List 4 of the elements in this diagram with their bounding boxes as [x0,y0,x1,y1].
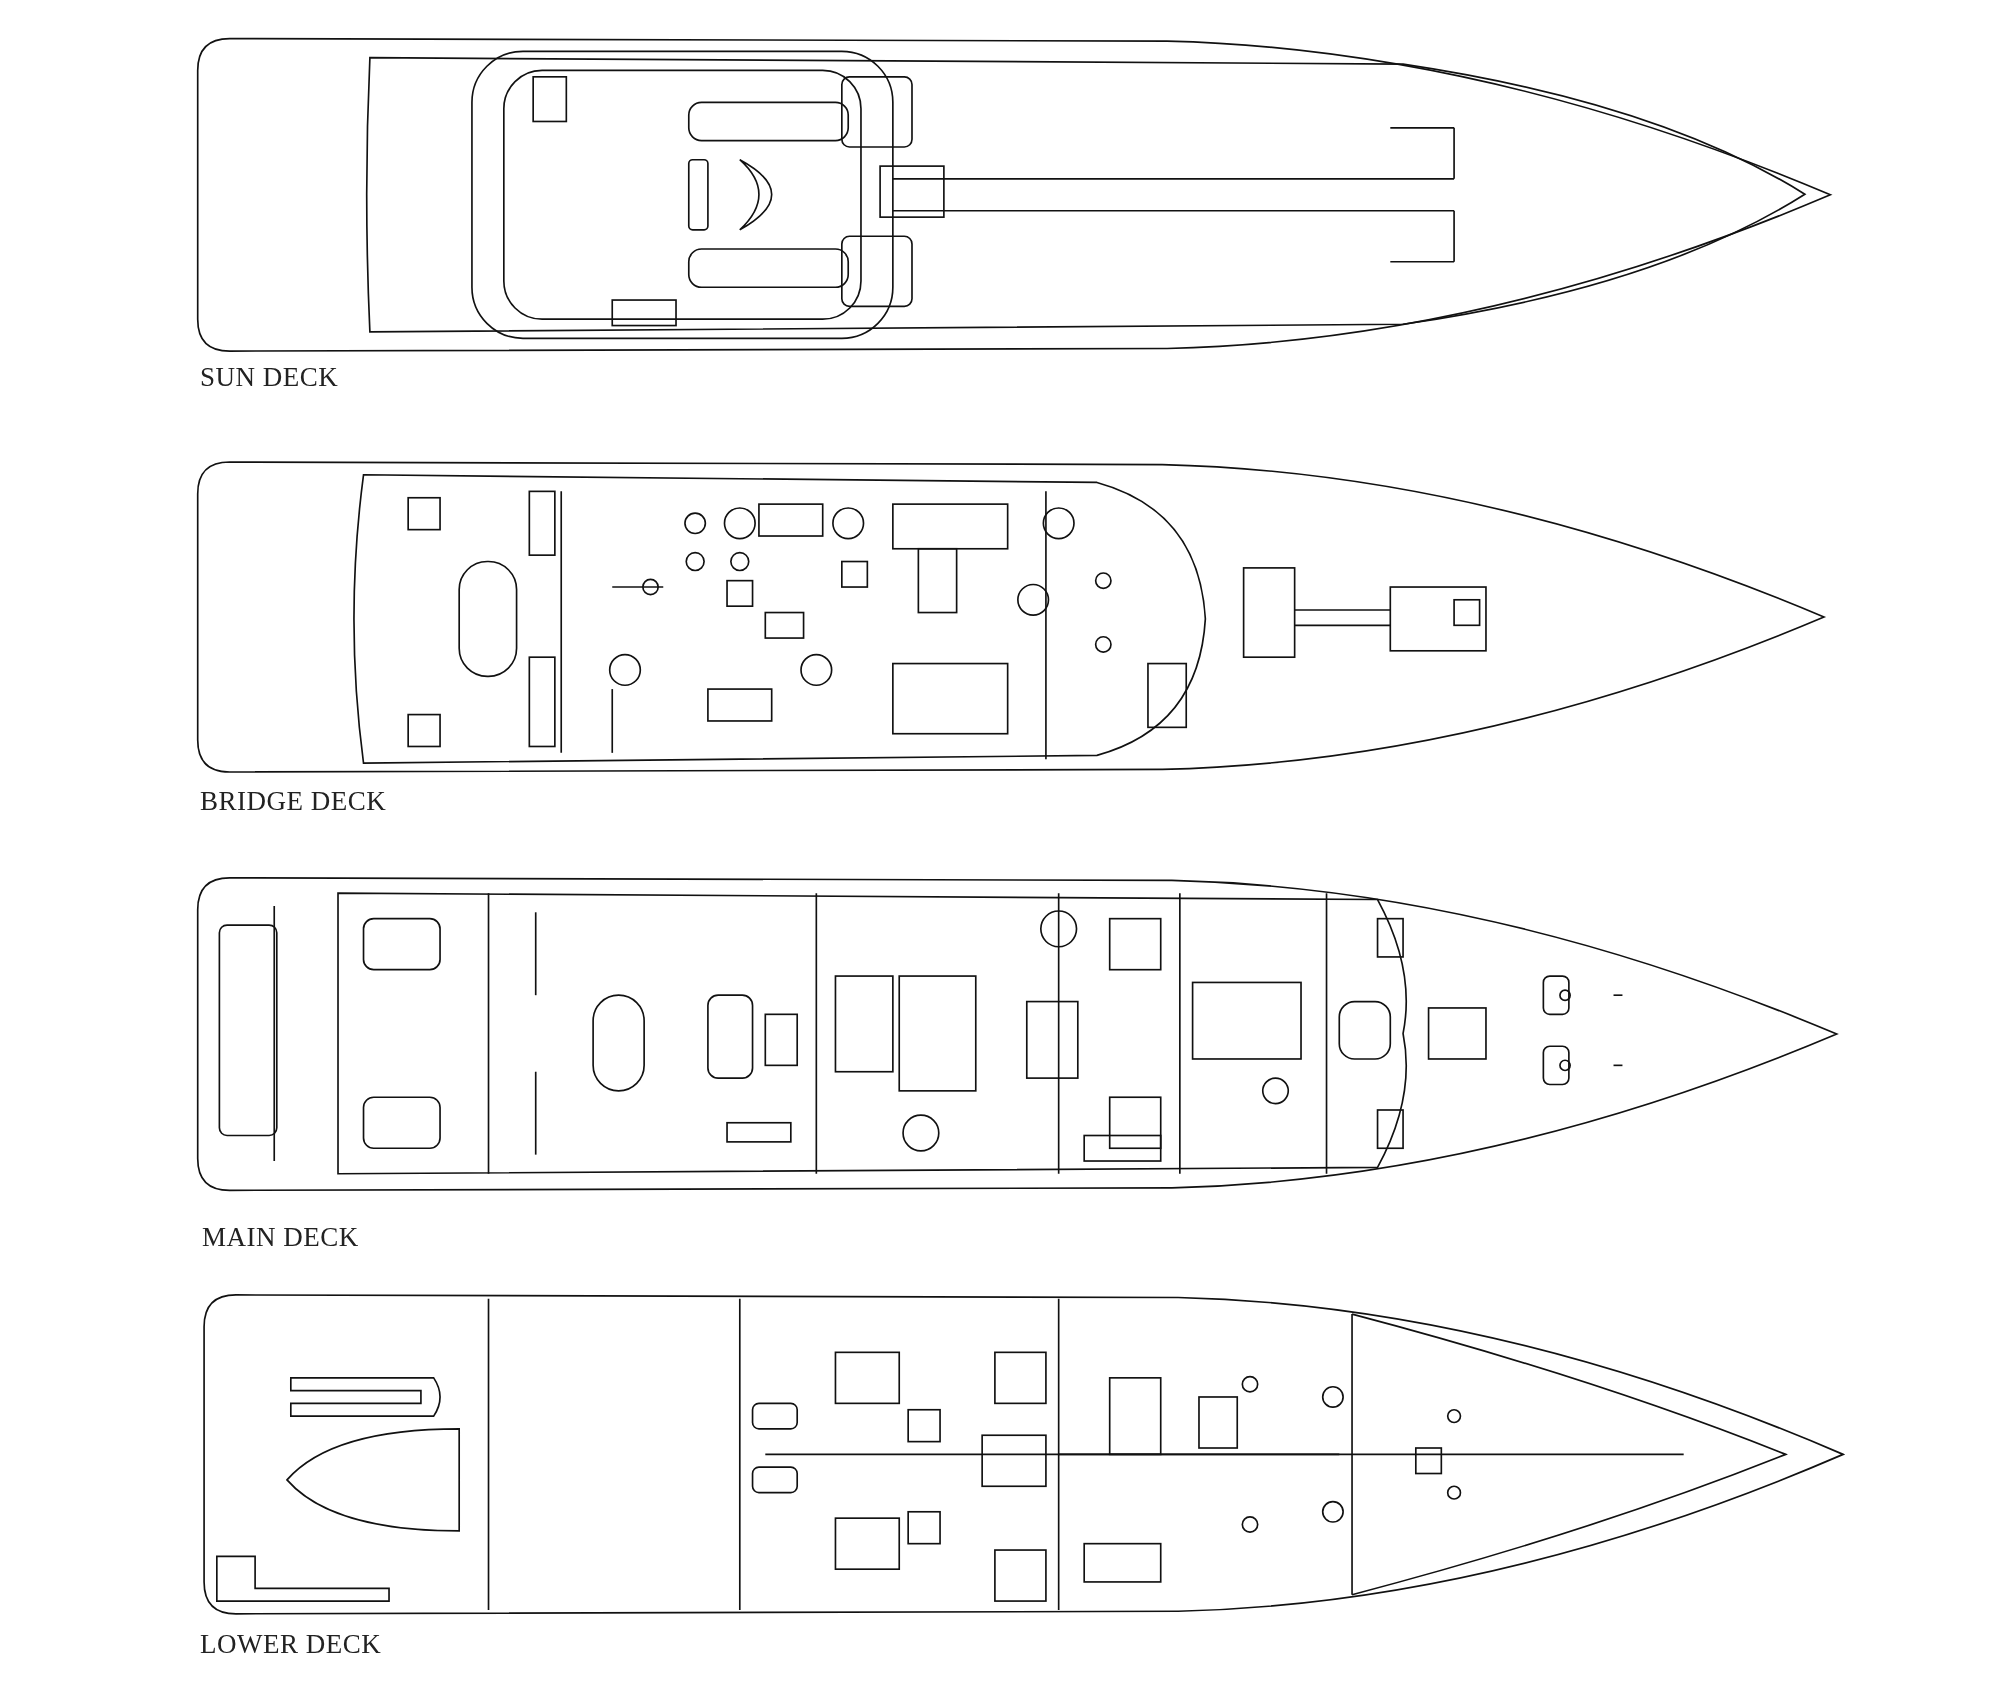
deck-label: SUN DECK [200,362,339,393]
deck-label: MAIN DECK [202,1222,359,1253]
deck-label: BRIDGE DECK [200,786,387,817]
deck-label: LOWER DECK [200,1629,382,1660]
